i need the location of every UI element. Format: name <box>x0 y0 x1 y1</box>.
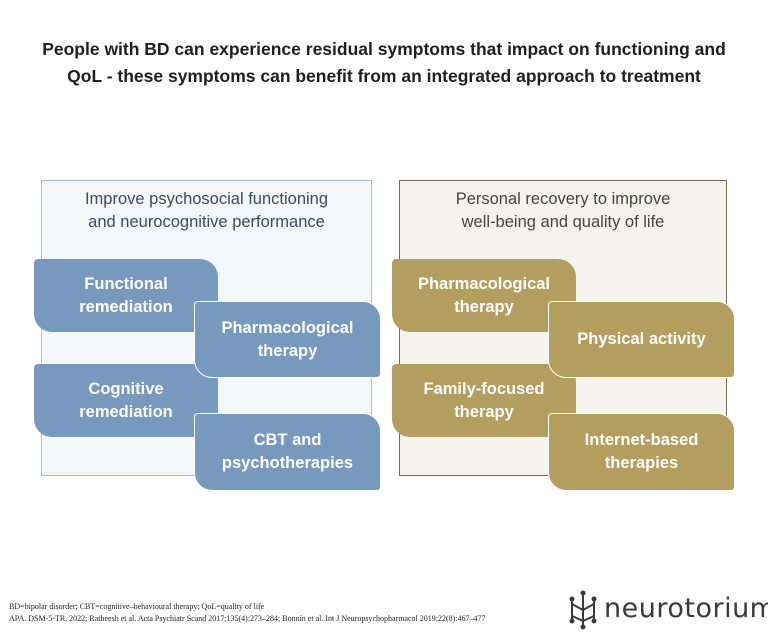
box-line-1: Functional <box>84 274 168 293</box>
title-line-2: QoL - these symptoms can benefit from an… <box>67 66 701 86</box>
neurotorium-logo: neurotorium <box>566 590 768 630</box>
box-line-1: Pharmacological <box>417 274 551 293</box>
cbt-psychotherapies-box: CBT and psychotherapies <box>194 413 381 491</box>
box-line-1: Family-focused <box>423 379 545 398</box>
pharmacological-therapy-box-right: Pharmacological therapy <box>392 259 576 332</box>
abbreviations-note: BD=bipolar disorder; CBT=cognitive–behav… <box>9 602 265 611</box>
box-line-1: Physical activity <box>577 330 706 348</box>
box-line-2: remediation <box>79 402 173 421</box>
heading-line-1: Improve psychosocial functioning <box>84 190 329 208</box>
neuron-cluster-icon <box>569 590 597 630</box>
personal-recovery-panel-heading: Personal recovery to improve well-being … <box>400 188 726 234</box>
box-line-1: Cognitive <box>88 379 164 398</box>
pharmacological-therapy-box-left: Pharmacological therapy <box>194 301 381 378</box>
heading-line-1: Personal recovery to improve <box>455 190 671 208</box>
heading-line-2: well-being and quality of life <box>461 213 665 231</box>
box-line-1: Pharmacological <box>221 318 354 337</box>
box-line-1: CBT and <box>253 431 322 449</box>
footnotes: BD=bipolar disorder; CBT=cognitive–behav… <box>9 601 486 625</box>
box-line-1: Internet-based <box>584 431 699 449</box>
box-line-2: therapy <box>454 297 514 316</box>
slide-title: People with BD can experience residual s… <box>0 36 768 90</box>
heading-line-2: and neurocognitive performance <box>88 213 325 231</box>
family-focused-therapy-box: Family-focused therapy <box>392 364 576 437</box>
functional-remediation-box: Functional remediation <box>34 259 218 332</box>
title-line-1: People with BD can experience residual s… <box>42 39 726 59</box>
box-line-2: therapy <box>257 341 318 360</box>
box-line-2: psychotherapies <box>221 454 354 472</box>
internet-based-therapies-box: Internet-based therapies <box>548 413 735 491</box>
box-line-2: therapy <box>454 402 514 421</box>
psychosocial-panel-heading: Improve psychosocial functioning and neu… <box>42 188 371 234</box>
cognitive-remediation-box: Cognitive remediation <box>34 364 218 437</box>
box-line-2: remediation <box>79 297 173 316</box>
references-note: APA. DSM-5-TR. 2022; Ratheesh et al. Act… <box>9 614 486 623</box>
physical-activity-box: Physical activity <box>548 301 735 378</box>
box-line-2: therapies <box>604 454 679 472</box>
logo-text: neurotorium <box>604 593 768 624</box>
